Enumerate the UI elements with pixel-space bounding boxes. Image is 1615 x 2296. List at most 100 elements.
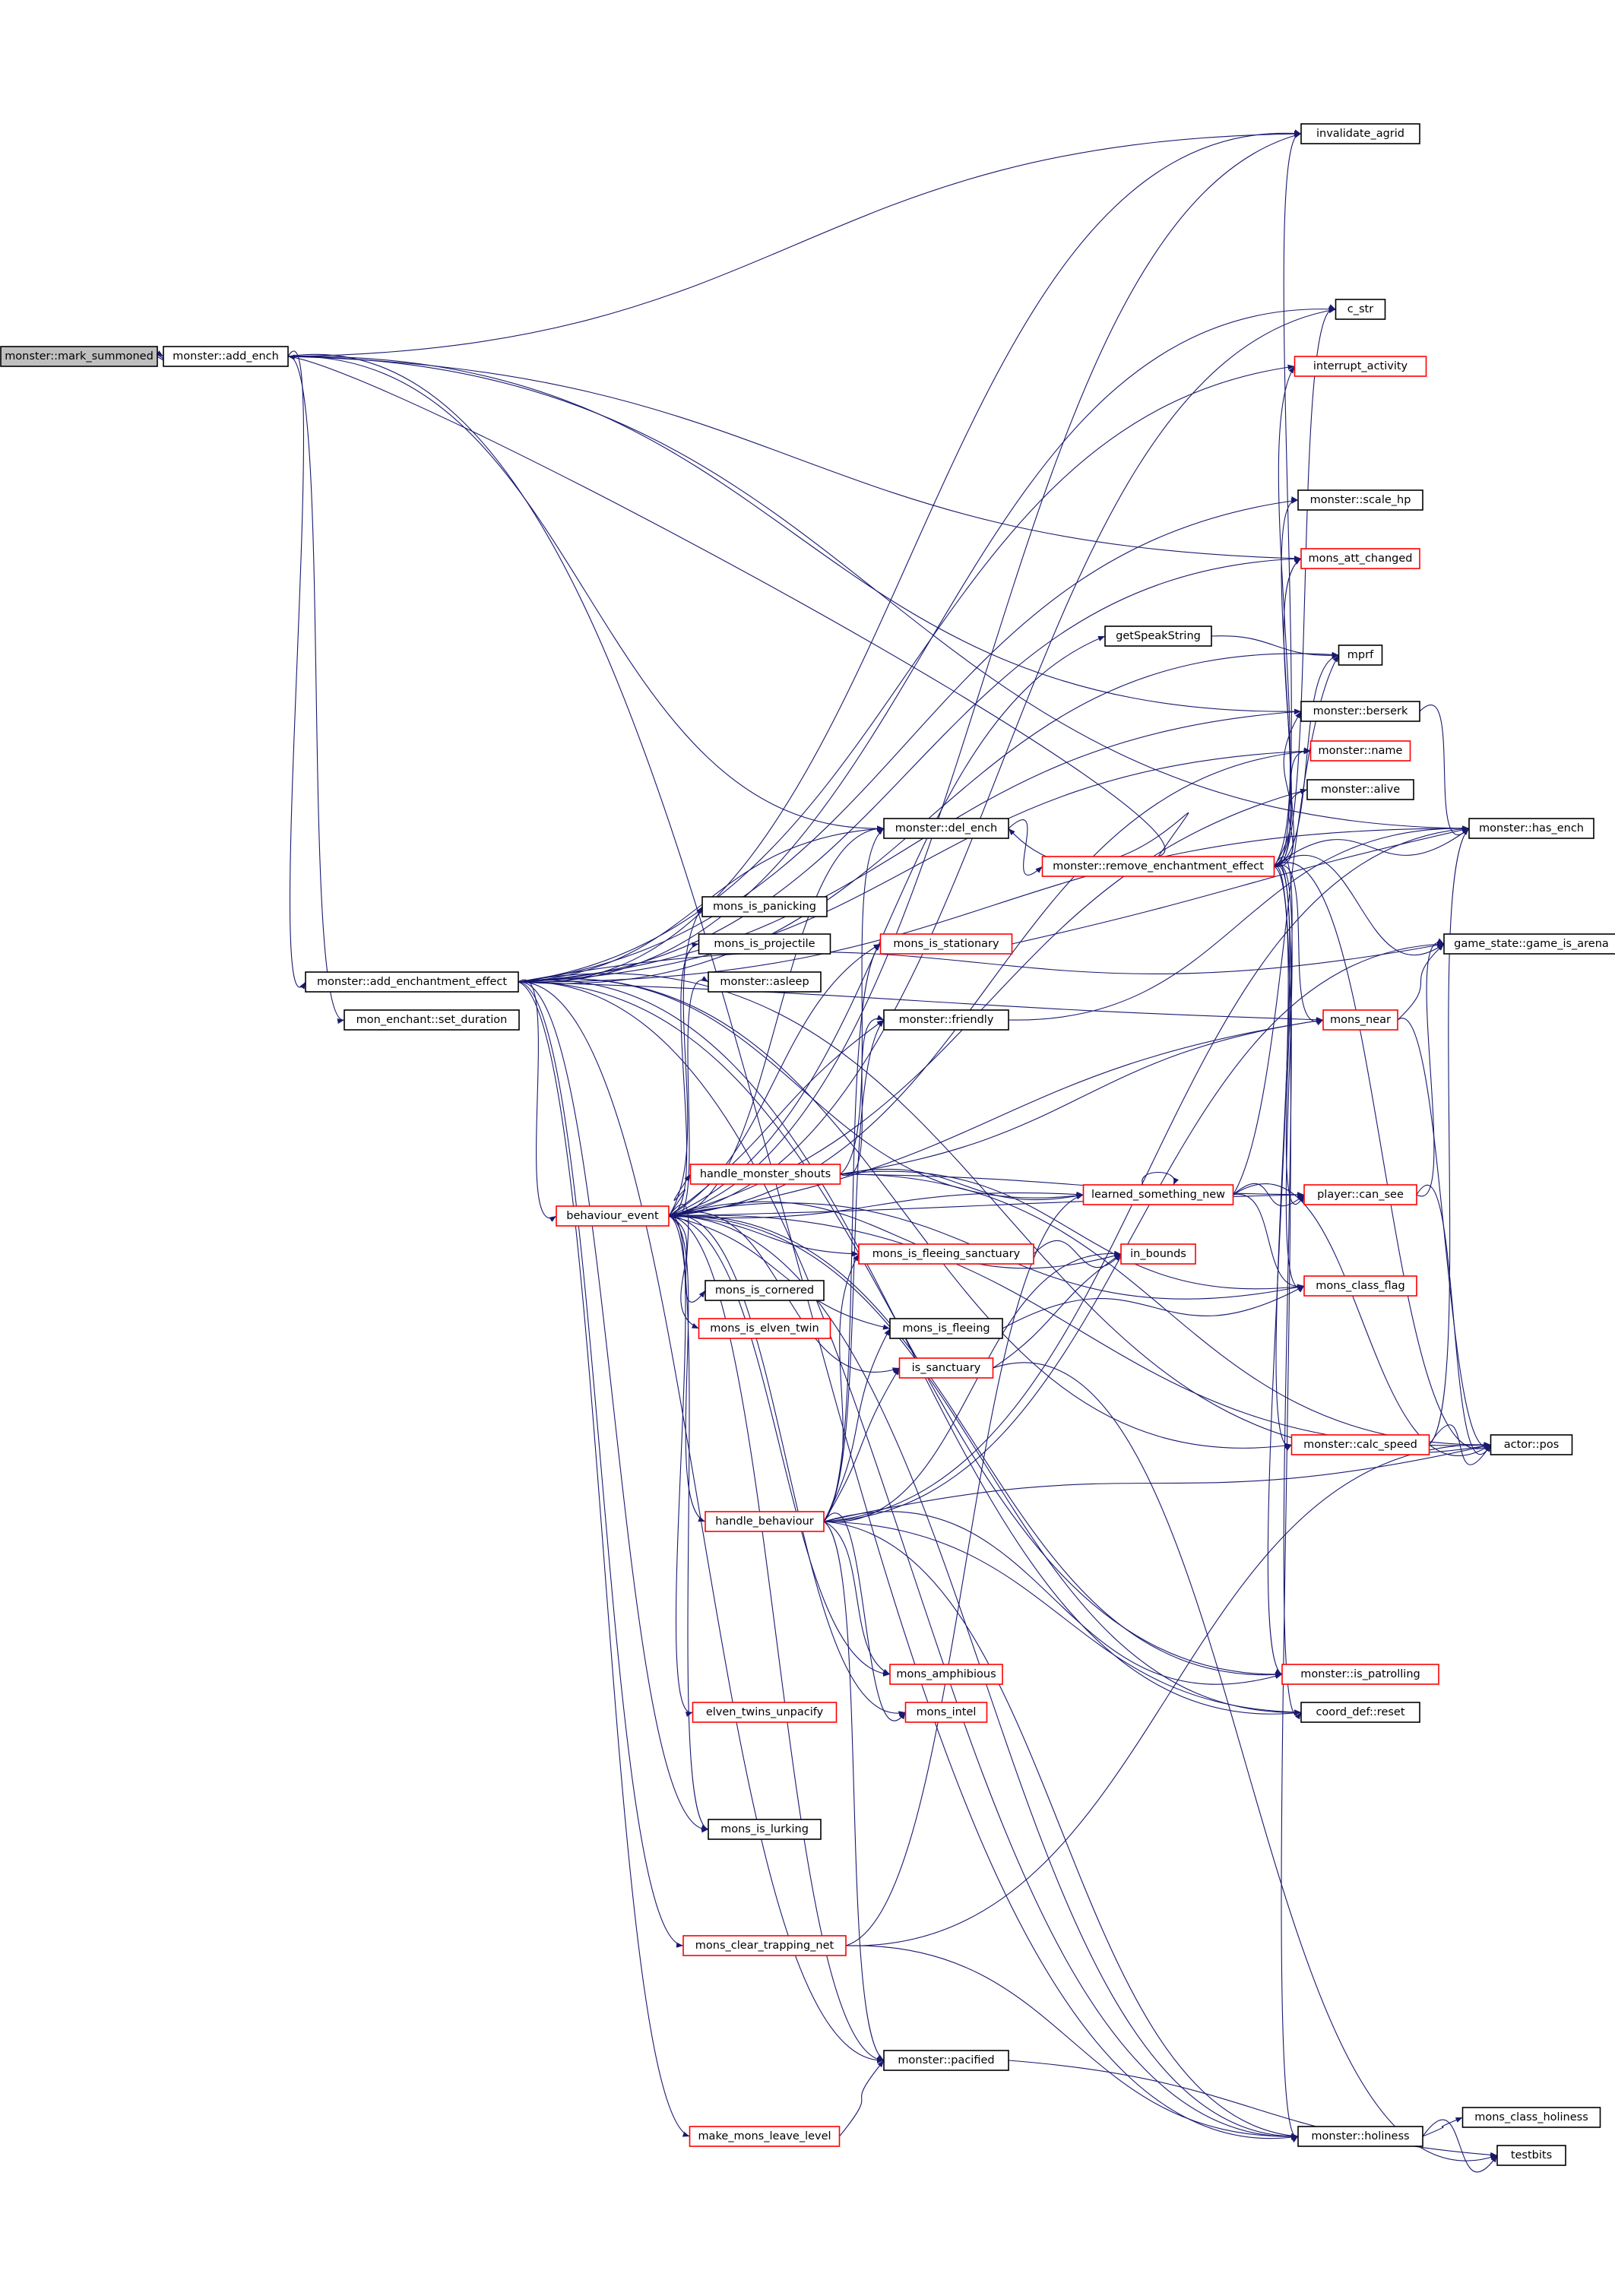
node-coord-reset[interactable]: coord_def::reset — [1300, 1702, 1420, 1723]
node-label: monster::calc_speed — [1303, 1439, 1417, 1451]
node-handle-behaviour[interactable]: handle_behaviour — [705, 1511, 825, 1532]
node-remove-enchantment-effect[interactable]: monster::remove_enchantment_effect — [1041, 856, 1275, 877]
node-mons-intel[interactable]: mons_intel — [904, 1702, 988, 1723]
node-behaviour-event[interactable]: behaviour_event — [556, 1205, 670, 1227]
node-box — [163, 346, 289, 367]
node-label: mons_clear_trapping_net — [695, 1940, 834, 1952]
node-box — [708, 971, 822, 993]
edge-player-can-see-to-game-is-arena — [1416, 938, 1445, 1197]
edge-calc-speed-to-actor-pos — [1429, 1424, 1491, 1465]
node-add-ench[interactable]: monster::add_ench — [163, 346, 289, 367]
node-asleep[interactable]: monster::asleep — [708, 971, 822, 993]
node-set-duration[interactable]: mon_enchant::set_duration — [344, 1009, 520, 1031]
node-invalidate-agrid[interactable]: invalidate_agrid — [1300, 123, 1420, 144]
node-label: mons_class_holiness — [1474, 2111, 1588, 2123]
node-label: testbits — [1511, 2149, 1552, 2161]
edge-remove-enchantment-effect-to-mons-near — [1274, 864, 1324, 1026]
node-mons-class-flag[interactable]: mons_class_flag — [1303, 1275, 1417, 1297]
edge-behaviour-event-to-mons-is-fleeing — [668, 1215, 891, 1330]
node-box — [1041, 856, 1275, 877]
edge-make-mons-leave-level-to-pacified — [839, 2060, 885, 2137]
node-elven-twins-unpacify[interactable]: elven_twins_unpacify — [692, 1702, 838, 1723]
node-game-is-arena[interactable]: game_state::game_is_arena — [1443, 933, 1615, 955]
node-box — [1297, 489, 1423, 511]
node-label: mons_class_flag — [1316, 1280, 1404, 1292]
node-player-can-see[interactable]: player::can_see — [1303, 1184, 1417, 1205]
node-box — [1281, 1664, 1439, 1685]
node-testbits[interactable]: testbits — [1496, 2145, 1566, 2166]
node-mons-is-stationary[interactable]: mons_is_stationary — [879, 933, 1013, 955]
node-box — [682, 1935, 847, 1956]
node-label: monster::is_patrolling — [1300, 1668, 1420, 1680]
node-label: mons_intel — [917, 1706, 977, 1718]
edge-add-enchantment-effect-to-berserk — [518, 709, 1302, 983]
edge-add-ench-to-berserk — [287, 356, 1302, 714]
edge-mons-clear-trapping-net-to-holiness — [845, 1945, 1299, 2139]
node-box — [883, 2050, 1009, 2071]
edge-behaviour-event-to-in-bounds — [668, 1201, 1122, 1269]
node-actor-pos[interactable]: actor::pos — [1490, 1434, 1573, 1455]
edge-behaviour-event-to-mons-is-panicking — [668, 906, 703, 1217]
node-box — [1443, 933, 1615, 955]
node-mons-att-changed[interactable]: mons_att_changed — [1300, 548, 1420, 569]
node-label: mons_is_stationary — [893, 938, 999, 950]
node-del-ench[interactable]: monster::del_ench — [883, 818, 1009, 839]
edge-add-enchantment-effect-to-mons-is-lurking — [518, 981, 709, 1833]
node-getSpeakString[interactable]: getSpeakString — [1104, 625, 1212, 647]
node-mons-is-elven-twin[interactable]: mons_is_elven_twin — [698, 1318, 831, 1339]
edge-mons-near-to-game-is-arena — [1397, 943, 1445, 1021]
node-pacified[interactable]: monster::pacified — [883, 2050, 1009, 2071]
edge-add-enchantment-effect-to-game-is-arena — [518, 942, 1445, 983]
node-mons-amphibious[interactable]: mons_amphibious — [889, 1664, 1003, 1685]
node-mons-is-fleeing[interactable]: mons_is_fleeing — [889, 1318, 1003, 1339]
node-c-str[interactable]: c_str — [1335, 299, 1386, 320]
node-mons-class-holiness[interactable]: mons_class_holiness — [1461, 2107, 1601, 2128]
edge-handle-behaviour-to-mons-amphibious — [823, 1521, 891, 1675]
node-label: monster::del_ench — [895, 822, 998, 834]
edge-learned-something-new-to-mons-class-flag — [1233, 1193, 1305, 1291]
edge-learned-something-new-to-mprf — [1233, 654, 1339, 1196]
node-calc-speed[interactable]: monster::calc_speed — [1290, 1434, 1430, 1455]
node-has-ench[interactable]: monster::has_ench — [1468, 818, 1594, 839]
node-mons-is-lurking[interactable]: mons_is_lurking — [708, 1819, 822, 1840]
node-holiness[interactable]: monster::holiness — [1297, 2126, 1423, 2147]
node-name[interactable]: monster::name — [1309, 740, 1411, 762]
node-box — [1297, 2126, 1423, 2147]
node-add-enchantment-effect[interactable]: monster::add_enchantment_effect — [305, 971, 519, 993]
edge-add-ench-to-add-enchantment-effect — [287, 350, 306, 990]
node-scale-hp[interactable]: monster::scale_hp — [1297, 489, 1423, 511]
node-box — [344, 1009, 520, 1031]
edge-add-enchantment-effect-to-make-mons-leave-level — [518, 981, 690, 2137]
node-interrupt-activity[interactable]: interrupt_activity — [1294, 356, 1427, 377]
edge-add-enchantment-effect-to-name — [518, 748, 1311, 983]
node-label: monster::asleep — [720, 976, 809, 988]
node-berserk[interactable]: monster::berserk — [1300, 701, 1420, 722]
node-handle-monster-shouts[interactable]: handle_monster_shouts — [689, 1164, 841, 1185]
node-is-patrolling[interactable]: monster::is_patrolling — [1281, 1664, 1439, 1685]
edge-add-ench-to-mons-att-changed — [287, 356, 1302, 562]
node-make-mons-leave-level[interactable]: make_mons_leave_level — [689, 2126, 841, 2147]
node-mark-summoned[interactable]: monster::mark_summoned — [0, 346, 158, 367]
node-box — [1300, 548, 1420, 569]
node-mons-clear-trapping-net[interactable]: mons_clear_trapping_net — [682, 1935, 847, 1956]
node-friendly[interactable]: monster::friendly — [883, 1009, 1009, 1031]
node-mons-is-fleeing-sanctuary[interactable]: mons_is_fleeing_sanctuary — [858, 1243, 1034, 1265]
node-label: monster::berserk — [1313, 705, 1408, 717]
node-alive[interactable]: monster::alive — [1306, 779, 1414, 800]
edge-getSpeakString-to-mprf — [1211, 635, 1339, 659]
node-label: handle_monster_shouts — [700, 1168, 831, 1180]
node-mons-is-cornered[interactable]: mons_is_cornered — [705, 1280, 825, 1301]
edge-handle-monster-shouts-to-mons-near — [840, 1018, 1324, 1175]
edge-add-enchantment-effect-to-behaviour-event — [518, 979, 557, 1222]
node-is-sanctuary[interactable]: is_sanctuary — [898, 1357, 994, 1379]
node-learned-something-new[interactable]: learned_something_new — [1082, 1184, 1234, 1205]
node-box — [1303, 1275, 1417, 1297]
node-mprf[interactable]: mprf — [1338, 644, 1383, 666]
node-label: mons_is_projectile — [714, 938, 815, 950]
node-in-bounds[interactable]: in_bounds — [1120, 1243, 1196, 1265]
node-mons-near[interactable]: mons_near — [1322, 1009, 1398, 1031]
edge-remove-enchantment-effect-to-player-can-see — [1274, 857, 1305, 1205]
edge-friendly-to-has-ench — [1008, 825, 1470, 1021]
node-mons-is-panicking[interactable]: mons_is_panicking — [701, 896, 828, 917]
node-mons-is-projectile[interactable]: mons_is_projectile — [698, 933, 831, 955]
